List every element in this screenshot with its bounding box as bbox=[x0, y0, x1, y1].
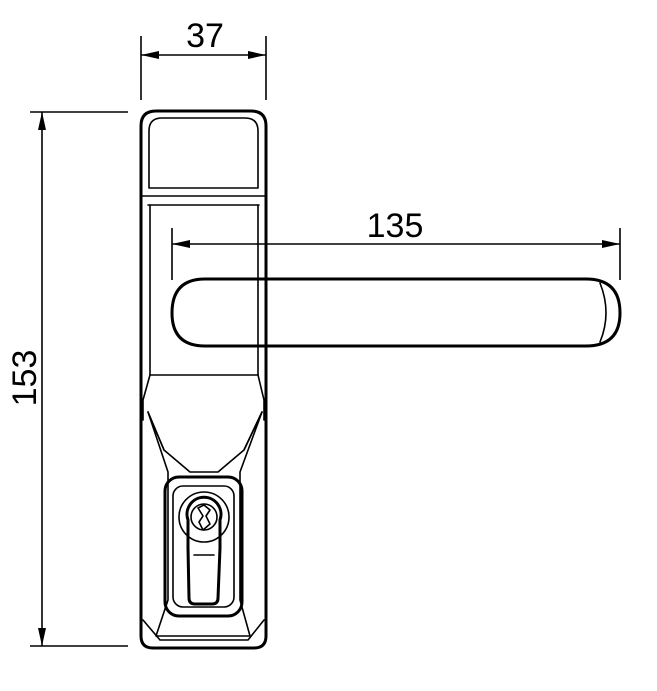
lever-end-curve bbox=[599, 282, 607, 343]
backplate-top-inner bbox=[148, 117, 259, 189]
height-arrow-bottom bbox=[38, 628, 46, 646]
width-label: 37 bbox=[186, 17, 224, 55]
cylinder-recess-right-edge bbox=[243, 411, 263, 451]
euro-cylinder bbox=[185, 495, 223, 606]
height-arrow-top bbox=[38, 112, 46, 130]
backplate-lower-right-chamfer bbox=[257, 374, 265, 421]
cylinder-rose bbox=[178, 491, 230, 543]
height-dimension: 153 bbox=[6, 111, 128, 647]
lever-arrow-left bbox=[172, 240, 190, 248]
lever-label: 135 bbox=[367, 207, 424, 245]
lever-arrow-right bbox=[602, 240, 620, 248]
backplate-outline bbox=[139, 109, 268, 650]
cylinder-housing bbox=[163, 475, 244, 618]
backplate-lower-left-chamfer bbox=[142, 374, 151, 421]
cylinder-recess-left-edge bbox=[147, 411, 165, 451]
key-plug-icon bbox=[190, 503, 218, 531]
width-arrow-right bbox=[248, 51, 266, 59]
lever-handle bbox=[170, 277, 622, 348]
width-dimension: 37 bbox=[140, 17, 267, 100]
lever-outline bbox=[170, 277, 622, 348]
keyhole-icon bbox=[197, 504, 211, 531]
backplate bbox=[139, 109, 268, 650]
backplate-bottom-chamfer bbox=[142, 619, 265, 641]
height-label: 153 bbox=[6, 350, 44, 407]
lever-dimension: 135 bbox=[171, 207, 621, 280]
cylinder-frame bbox=[163, 475, 244, 618]
width-arrow-left bbox=[141, 51, 159, 59]
cylinder-frame-inner bbox=[172, 485, 235, 608]
cylinder-recess-outer bbox=[147, 411, 263, 637]
